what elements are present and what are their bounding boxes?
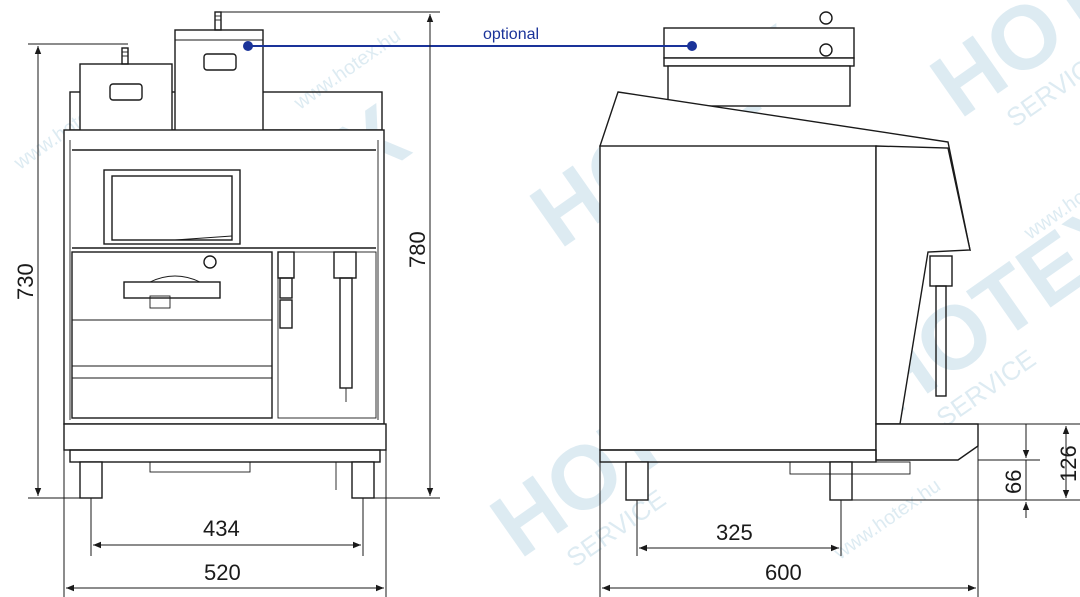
foot-left [79,461,103,499]
side-foot-rear [625,461,649,501]
dim-600: 600 [765,560,802,585]
watermark-brand: HOTEX [914,0,1080,136]
side-body [599,145,877,451]
optional-label: optional [483,26,539,43]
dim-434: 434 [203,516,240,541]
control-knob [203,255,217,269]
dim-325: 325 [716,520,753,545]
front-view [63,11,387,499]
dim-730: 730 [13,263,38,300]
machine-base [63,423,387,451]
touch-display [103,169,241,245]
drip-tray [875,423,979,461]
dim-780: 780 [405,231,430,268]
front-dimensions: 730 780 434 520 [13,11,440,597]
dim-126: 126 [1056,445,1080,482]
foot-right [351,461,375,499]
side-view [599,11,979,501]
dim-520: 520 [204,560,241,585]
optional-hopper-lower [667,65,851,107]
machine-body [63,129,385,425]
optional-marker: optional [243,26,697,51]
side-dimensions: 325 600 66 126 [599,423,1080,597]
side-foot-front [829,461,853,501]
dim-66: 66 [1001,470,1026,494]
